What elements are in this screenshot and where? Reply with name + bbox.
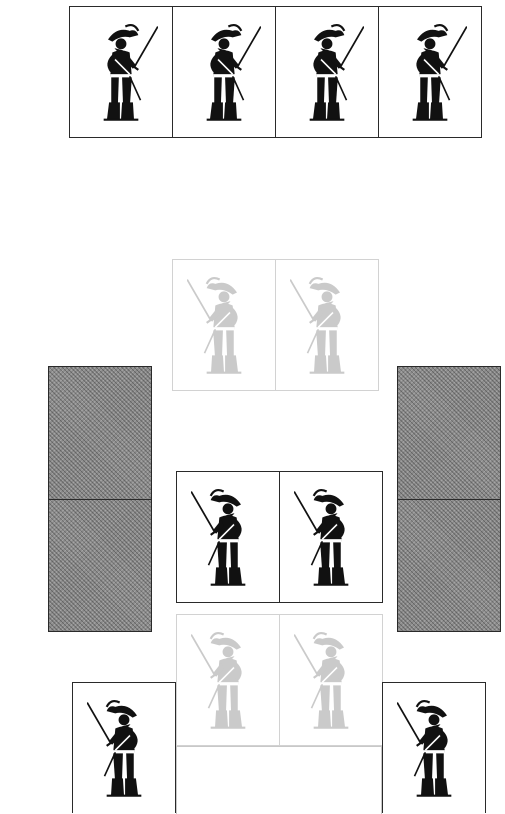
ghost-card-bottom-right [279, 614, 383, 746]
musketeer-icon [397, 696, 471, 800]
musketeer-icon [191, 485, 265, 589]
left-stack-card-bottom[interactable] [48, 499, 152, 632]
deck-card-2[interactable] [172, 6, 276, 138]
right-stack-card-top[interactable] [397, 366, 501, 500]
musketeer-icon [187, 273, 261, 377]
musketeer-icon [84, 20, 158, 124]
corner-card-left[interactable] [72, 682, 176, 813]
ghost-card-top-left [172, 259, 276, 391]
musketeer-icon [294, 628, 368, 732]
deck-card-4[interactable] [378, 6, 482, 138]
center-card-left[interactable] [176, 471, 280, 603]
ghost-card-bottom-left [176, 614, 280, 746]
left-stack-card-top[interactable] [48, 366, 152, 500]
musketeer-icon [191, 628, 265, 732]
musketeer-icon [290, 20, 364, 124]
musketeer-icon [87, 696, 161, 800]
empty-slot-bottom [176, 746, 382, 814]
ghost-card-top-right [275, 259, 379, 391]
corner-card-right[interactable] [382, 682, 486, 813]
musketeer-icon [294, 485, 368, 589]
musketeer-icon [393, 20, 467, 124]
musketeer-icon [290, 273, 364, 377]
center-card-right[interactable] [279, 471, 383, 603]
right-stack-card-bottom[interactable] [397, 499, 501, 632]
deck-card-3[interactable] [275, 6, 379, 138]
musketeer-icon [187, 20, 261, 124]
deck-card-1[interactable] [69, 6, 173, 138]
